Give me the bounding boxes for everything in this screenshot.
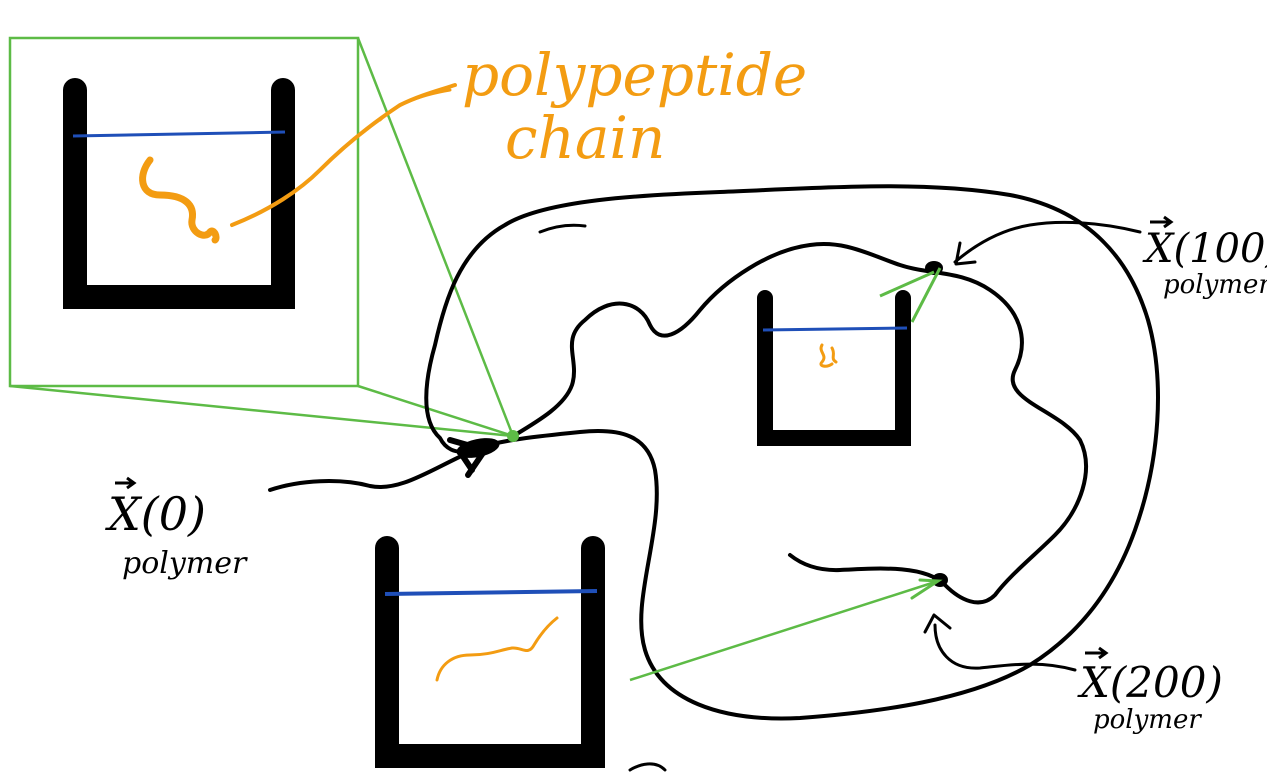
folded-green-pointer-b: [879, 270, 935, 298]
x100-label: X(100): [1142, 226, 1267, 272]
x200-pointer-arrow: [933, 623, 1077, 672]
zoom-projection-line-top-right: [356, 37, 515, 437]
x100-pointer-arrow: [953, 220, 1142, 264]
outer-loop-start-tick: [538, 223, 587, 234]
x0-label: X(0): [105, 487, 206, 541]
state-marker-x0-green-dot: [507, 430, 519, 442]
inset-water-level: [72, 130, 286, 138]
cut-off-mark: [628, 762, 667, 772]
x200-caption: polymer: [1093, 705, 1202, 735]
x0-pointer-arrow: [268, 450, 472, 492]
polypeptide-pointer-hook: [378, 88, 452, 122]
folded-green-pointer-a: [910, 267, 942, 323]
unfolded-green-arrowhead-icon: [910, 578, 943, 600]
polypeptide-label-line2: chain: [505, 104, 665, 172]
zoom-projection-line-bottom-right: [357, 384, 514, 438]
x200-arrowhead-icon: [923, 613, 952, 634]
x200-label: X(200): [1077, 658, 1223, 707]
zoom-inset-frame: [8, 36, 360, 388]
x0-arrowhead-icon: [447, 437, 488, 478]
x100-arrowhead-icon: [954, 241, 977, 266]
inner-trajectory-path: [513, 242, 1088, 605]
x100-vector-arrowhead: [1163, 215, 1174, 229]
folded-beaker-icon: [757, 290, 911, 446]
zoom-projection-line-bottom-left: [9, 384, 514, 438]
polypeptide-label-line1: polypeptide: [462, 41, 807, 109]
zoom-inset: [8, 36, 515, 438]
folded-polypeptide-squiggle: [819, 343, 838, 368]
x100-caption: polymer: [1163, 270, 1267, 300]
unfolded-state-beaker: [375, 536, 943, 768]
inset-polypeptide-squiggle: [139, 156, 220, 244]
folded-state-beaker: [757, 267, 942, 446]
x0-vector-arrowhead: [126, 476, 137, 490]
unfolded-green-pointer: [629, 580, 936, 682]
x200-vector-arrowhead: [1098, 646, 1109, 660]
inset-beaker-icon: [63, 78, 295, 309]
outer-boundary-loop: [424, 184, 1160, 721]
x0-caption: polymer: [122, 546, 248, 581]
unfolded-polypeptide-strand: [435, 616, 559, 682]
folded-water-level: [762, 326, 908, 332]
unfolded-water-level: [384, 589, 598, 596]
unfolded-beaker-icon: [375, 536, 605, 768]
